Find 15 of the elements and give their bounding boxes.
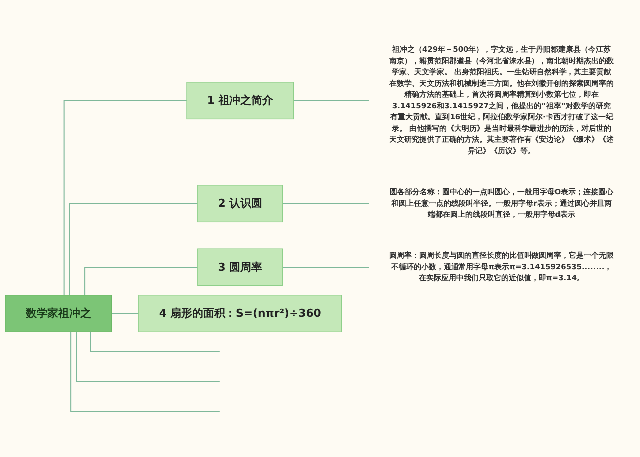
node-box: 数学家祖冲之 [5,295,112,333]
connector [76,332,220,383]
connector [90,332,220,353]
connector [70,332,220,413]
node-box: 2 认识圆 [198,185,284,223]
connector [84,267,198,296]
connector [64,100,187,296]
connector [69,204,198,296]
connector [111,314,139,315]
node-box: 4 扇形的面积：S=(nπr²)÷360 [138,295,342,333]
connector [293,100,370,102]
node-box: 3 圆周率 [198,249,284,286]
node-box: 1 祖冲之简介 [186,82,294,120]
connector [282,204,370,205]
connector [282,267,370,268]
